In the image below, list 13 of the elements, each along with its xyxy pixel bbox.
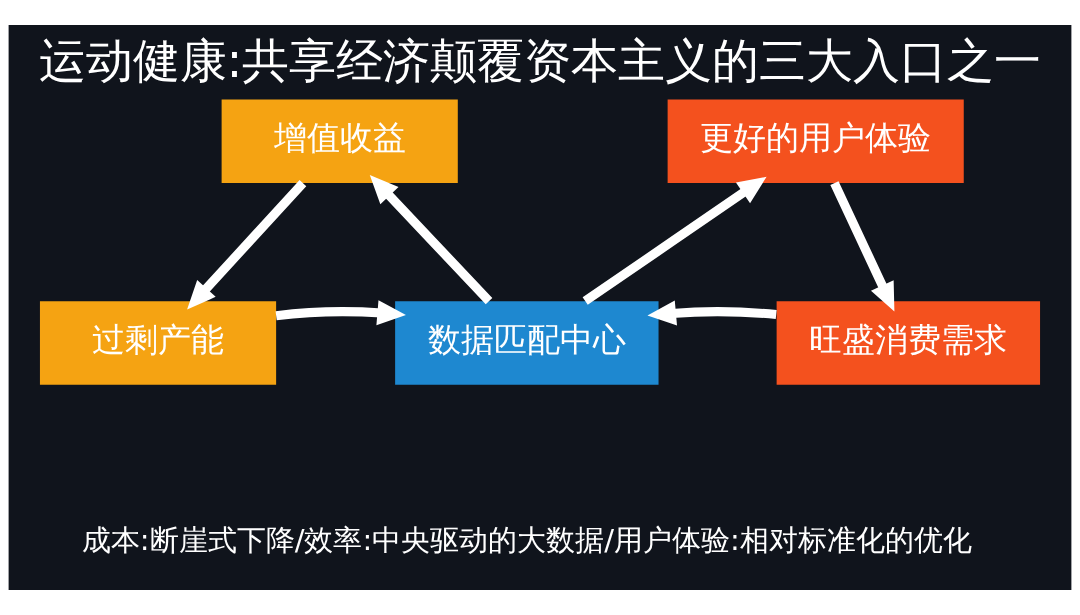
node-box: 旺盛消费需求 <box>776 301 1041 385</box>
diagram-title: 运动健康:共享经济颠覆资本主义的三大入口之一 <box>38 33 1042 89</box>
node-box: 更好的用户体验 <box>667 99 964 184</box>
arrow <box>830 181 895 312</box>
node-box: 数据匹配中心 <box>395 301 659 385</box>
node-box: 过剩产能 <box>39 301 277 385</box>
arrow <box>275 300 406 326</box>
caption: 成本:断崖式下降/效率:中央驱动的大数据/用户体验:相对标准化的优化 <box>81 522 972 557</box>
arrow <box>582 176 767 305</box>
arrow <box>369 174 493 305</box>
arrow <box>647 300 777 326</box>
arrow <box>187 180 307 310</box>
node-box: 增值收益 <box>221 99 458 184</box>
